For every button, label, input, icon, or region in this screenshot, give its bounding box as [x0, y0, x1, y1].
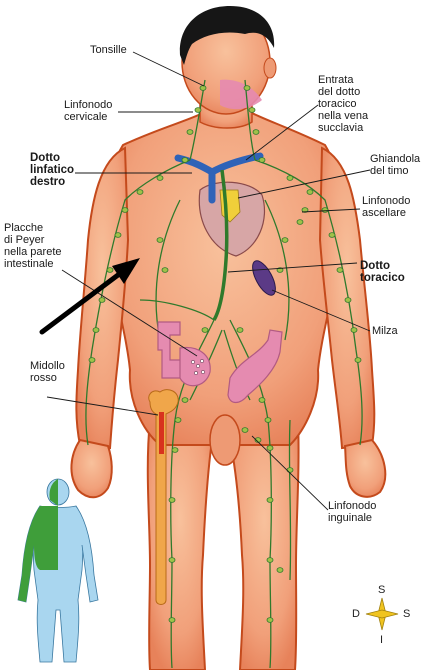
lymph-node — [162, 268, 168, 273]
lymph-node — [175, 418, 181, 423]
lymph-node — [169, 558, 175, 563]
lymph-node — [287, 176, 293, 181]
lymph-node — [93, 328, 99, 333]
lymph-node — [355, 358, 361, 363]
lymph-node — [337, 268, 343, 273]
lymph-node — [277, 568, 283, 573]
lymph-node — [345, 298, 351, 303]
label-linfonodo-inguinale: Linfonodo inguinale — [328, 500, 376, 524]
lymph-node — [182, 398, 188, 403]
compass-icon — [366, 598, 398, 630]
lymph-node — [322, 208, 328, 213]
lymph-node — [157, 238, 163, 243]
label-midollo-rosso: Midollo rosso — [30, 360, 65, 384]
lymph-node — [182, 158, 188, 163]
lymph-node — [122, 208, 128, 213]
lymph-node — [253, 130, 259, 135]
lymph-node — [249, 108, 255, 113]
lymph-node — [259, 158, 265, 163]
lymph-node — [244, 86, 250, 91]
lymph-node — [259, 398, 265, 403]
lymph-node — [202, 328, 208, 333]
lymph-node — [115, 233, 121, 238]
label-entrata-dotto-toracico: Entrata del dotto toracico nella vena su… — [318, 74, 368, 134]
lymph-node — [187, 130, 193, 135]
lymph-node — [169, 498, 175, 503]
lymph-node — [137, 190, 143, 195]
label-linfonodo-ascellare: Linfonodo ascellare — [362, 195, 410, 219]
label-dotto-toracico: Dotto toracico — [360, 260, 405, 284]
lymph-node — [267, 498, 273, 503]
label-tonsille: Tonsille — [90, 44, 127, 56]
label-milza: Milza — [372, 325, 398, 337]
lymph-node — [267, 558, 273, 563]
lymph-node — [297, 220, 303, 225]
compass-top-label: S — [378, 584, 385, 596]
lymph-node — [267, 446, 273, 451]
lymph-node — [195, 108, 201, 113]
label-linfonodo-cervicale: Linfonodo cervicale — [64, 99, 112, 123]
lymph-node — [329, 233, 335, 238]
lymph-node — [307, 190, 313, 195]
lymph-node — [282, 238, 288, 243]
inset-figure — [18, 479, 98, 662]
compass-left-label: D — [352, 608, 360, 620]
label-dotto-linfatico-destro: Dotto linfatico destro — [30, 152, 74, 188]
lymph-node — [99, 298, 105, 303]
lymph-node — [267, 618, 273, 623]
lymph-node — [287, 468, 293, 473]
lymph-node — [351, 328, 357, 333]
lymph-node — [157, 176, 163, 181]
bone-marrow — [159, 412, 164, 454]
compass-bottom-label: I — [380, 634, 383, 646]
label-placche-peyer: Placche di Peyer nella parete intestinal… — [4, 222, 62, 270]
lymph-node — [172, 448, 178, 453]
label-ghiandola-timo: Ghiandola del timo — [370, 153, 420, 177]
lymph-node — [242, 428, 248, 433]
lymph-node — [89, 358, 95, 363]
lymph-node — [237, 328, 243, 333]
lymph-node — [107, 268, 113, 273]
lymph-node — [169, 618, 175, 623]
compass-right-label: S — [403, 608, 410, 620]
lymph-node — [200, 86, 206, 91]
lymph-node — [265, 418, 271, 423]
